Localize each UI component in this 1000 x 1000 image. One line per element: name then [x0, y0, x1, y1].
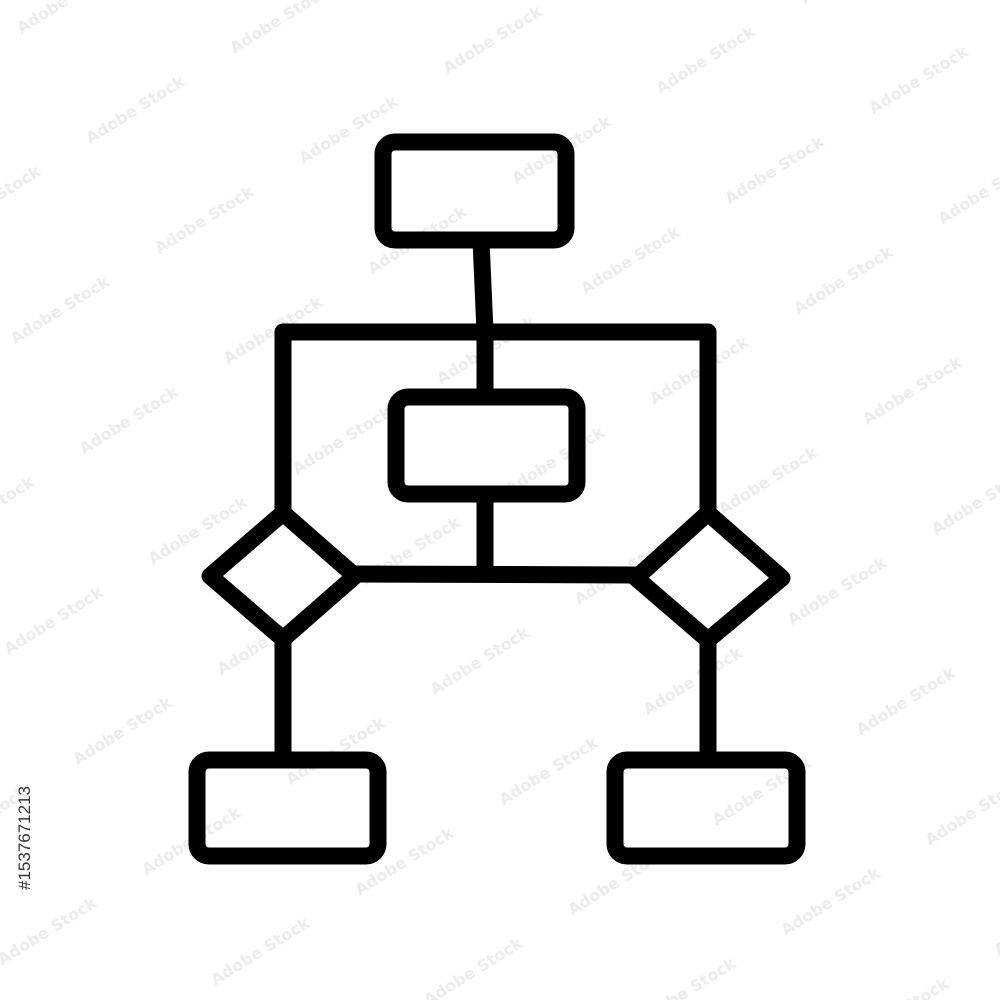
process-box-bottom-left — [188, 751, 387, 865]
process-box-bottom-right — [606, 751, 806, 865]
connector-frame — [274, 323, 717, 520]
connector-top-stem — [472, 231, 494, 341]
connector-horizontal — [346, 565, 645, 584]
stock-id-label: #1537671213 — [15, 786, 34, 890]
